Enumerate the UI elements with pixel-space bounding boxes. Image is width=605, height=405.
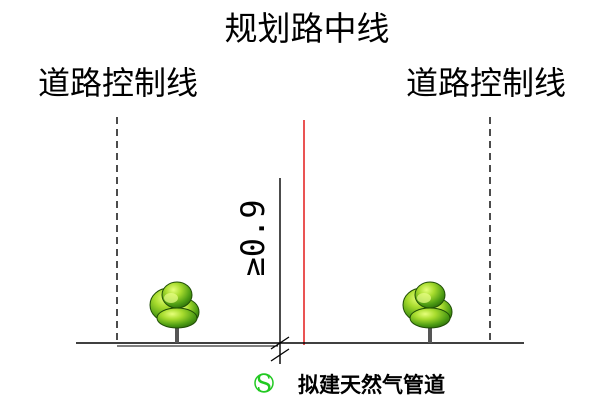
dimension-tick-top <box>270 336 290 350</box>
dimension-label: ≥0.9 <box>234 199 272 276</box>
gas-pipe-symbol-letter: S <box>256 370 272 398</box>
tree-icon <box>402 281 453 343</box>
gas-pipe-symbol: S <box>254 370 274 398</box>
road-control-line-label-left: 道路控制线 <box>38 64 198 102</box>
tree-icon <box>149 281 200 343</box>
road-control-line-label-right: 道路控制线 <box>406 64 566 102</box>
road-centerline-title: 规划路中线 <box>225 9 390 48</box>
gas-pipe-label: 拟建天然气管道 <box>298 373 445 397</box>
dimension-tick-bottom <box>270 348 290 362</box>
